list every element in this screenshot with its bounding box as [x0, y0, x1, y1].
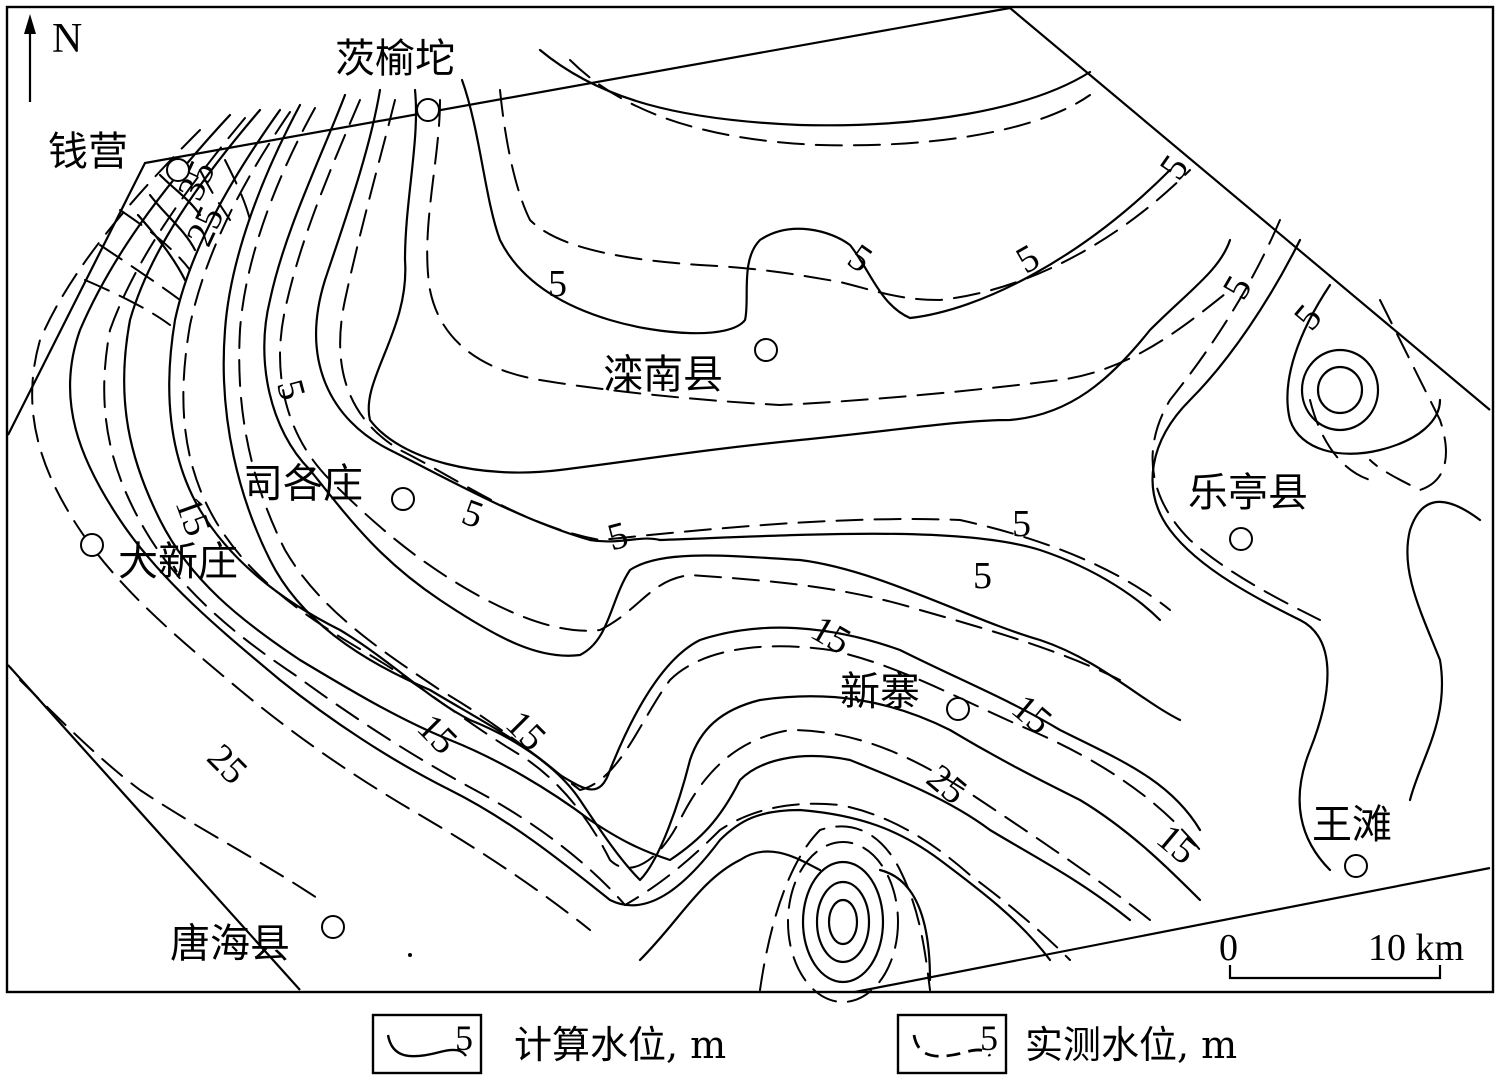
place-name-laoting: 乐亭县	[1188, 470, 1308, 516]
place-name-wangtan: 王滩	[1312, 802, 1392, 848]
legend-item-calculated: 5 计算水位, m	[371, 1013, 726, 1075]
scale-zero: 0	[1219, 927, 1238, 969]
contour-label: 5	[1012, 503, 1031, 545]
place-name-tanghai: 唐海县	[170, 921, 290, 967]
scale-distance: 10 km	[1368, 927, 1464, 969]
contour-label: 5	[1286, 297, 1330, 339]
place-name-luannan: 滦南县	[603, 352, 723, 398]
calculated-contours	[68, 48, 1482, 984]
measured-contours	[19, 59, 1447, 1003]
north-label: N	[52, 16, 82, 62]
town-marker-qianying	[166, 158, 190, 182]
contour-label: 5	[1009, 236, 1046, 282]
contour-label: 25	[178, 200, 232, 252]
north-arrow: N	[24, 14, 82, 102]
town-markers	[80, 98, 1368, 939]
contour-label: 5	[457, 491, 489, 537]
legend-meas-label: 实测水位, m	[1025, 1023, 1237, 1067]
place-name-fuyutuo: 茨榆坨	[335, 36, 455, 82]
contour-label: 15	[409, 706, 466, 763]
legend-calc-label: 计算水位, m	[514, 1023, 726, 1067]
town-marker-luannan	[754, 338, 778, 362]
scale-bar: 0 10 km	[1219, 927, 1464, 980]
town-marker-sigezhuang	[391, 487, 415, 511]
town-marker-xinzhai	[946, 697, 970, 721]
place-name-sigezhuang: 司各庄	[243, 461, 363, 507]
contour-label: 25	[199, 736, 256, 793]
contour-label: 15	[1004, 686, 1060, 743]
town-marker-fuyutuo	[416, 98, 440, 122]
legend-item-measured: 5 实测水位, m	[896, 1013, 1237, 1075]
contour-label: 15	[497, 703, 554, 760]
legend-meas-number: 5	[980, 1018, 998, 1058]
legend: 5 计算水位, m 5 实测水位, m	[371, 1013, 1237, 1075]
study-area-boundary	[7, 6, 1491, 994]
town-marker-tanghai	[321, 915, 345, 939]
town-marker-laoting	[1229, 527, 1253, 551]
town-marker-wangtan	[1344, 854, 1368, 878]
town-marker-daxinzhuang	[80, 533, 104, 557]
contour-label: 25	[919, 756, 975, 813]
contour-label: 5	[548, 263, 567, 305]
place-name-qianying: 钱营	[48, 129, 128, 175]
contour-label: 15	[167, 491, 219, 541]
contour-labels: 5 5 5 5 5 5 5 5 5 5 5 15 15 15 15 15 15 …	[167, 148, 1331, 873]
place-name-daxinzhuang: 大新庄	[118, 539, 238, 585]
place-names: 钱营 茨榆坨 滦南县 司各庄 大新庄 乐亭县 新寨 王滩 唐海县	[48, 36, 1392, 967]
place-name-xinzhai: 新寨	[840, 669, 920, 715]
legend-calc-number: 5	[455, 1018, 473, 1058]
contour-label: 5	[973, 555, 992, 597]
map-frame	[5, 5, 1495, 994]
contour-label: 5	[268, 375, 313, 404]
